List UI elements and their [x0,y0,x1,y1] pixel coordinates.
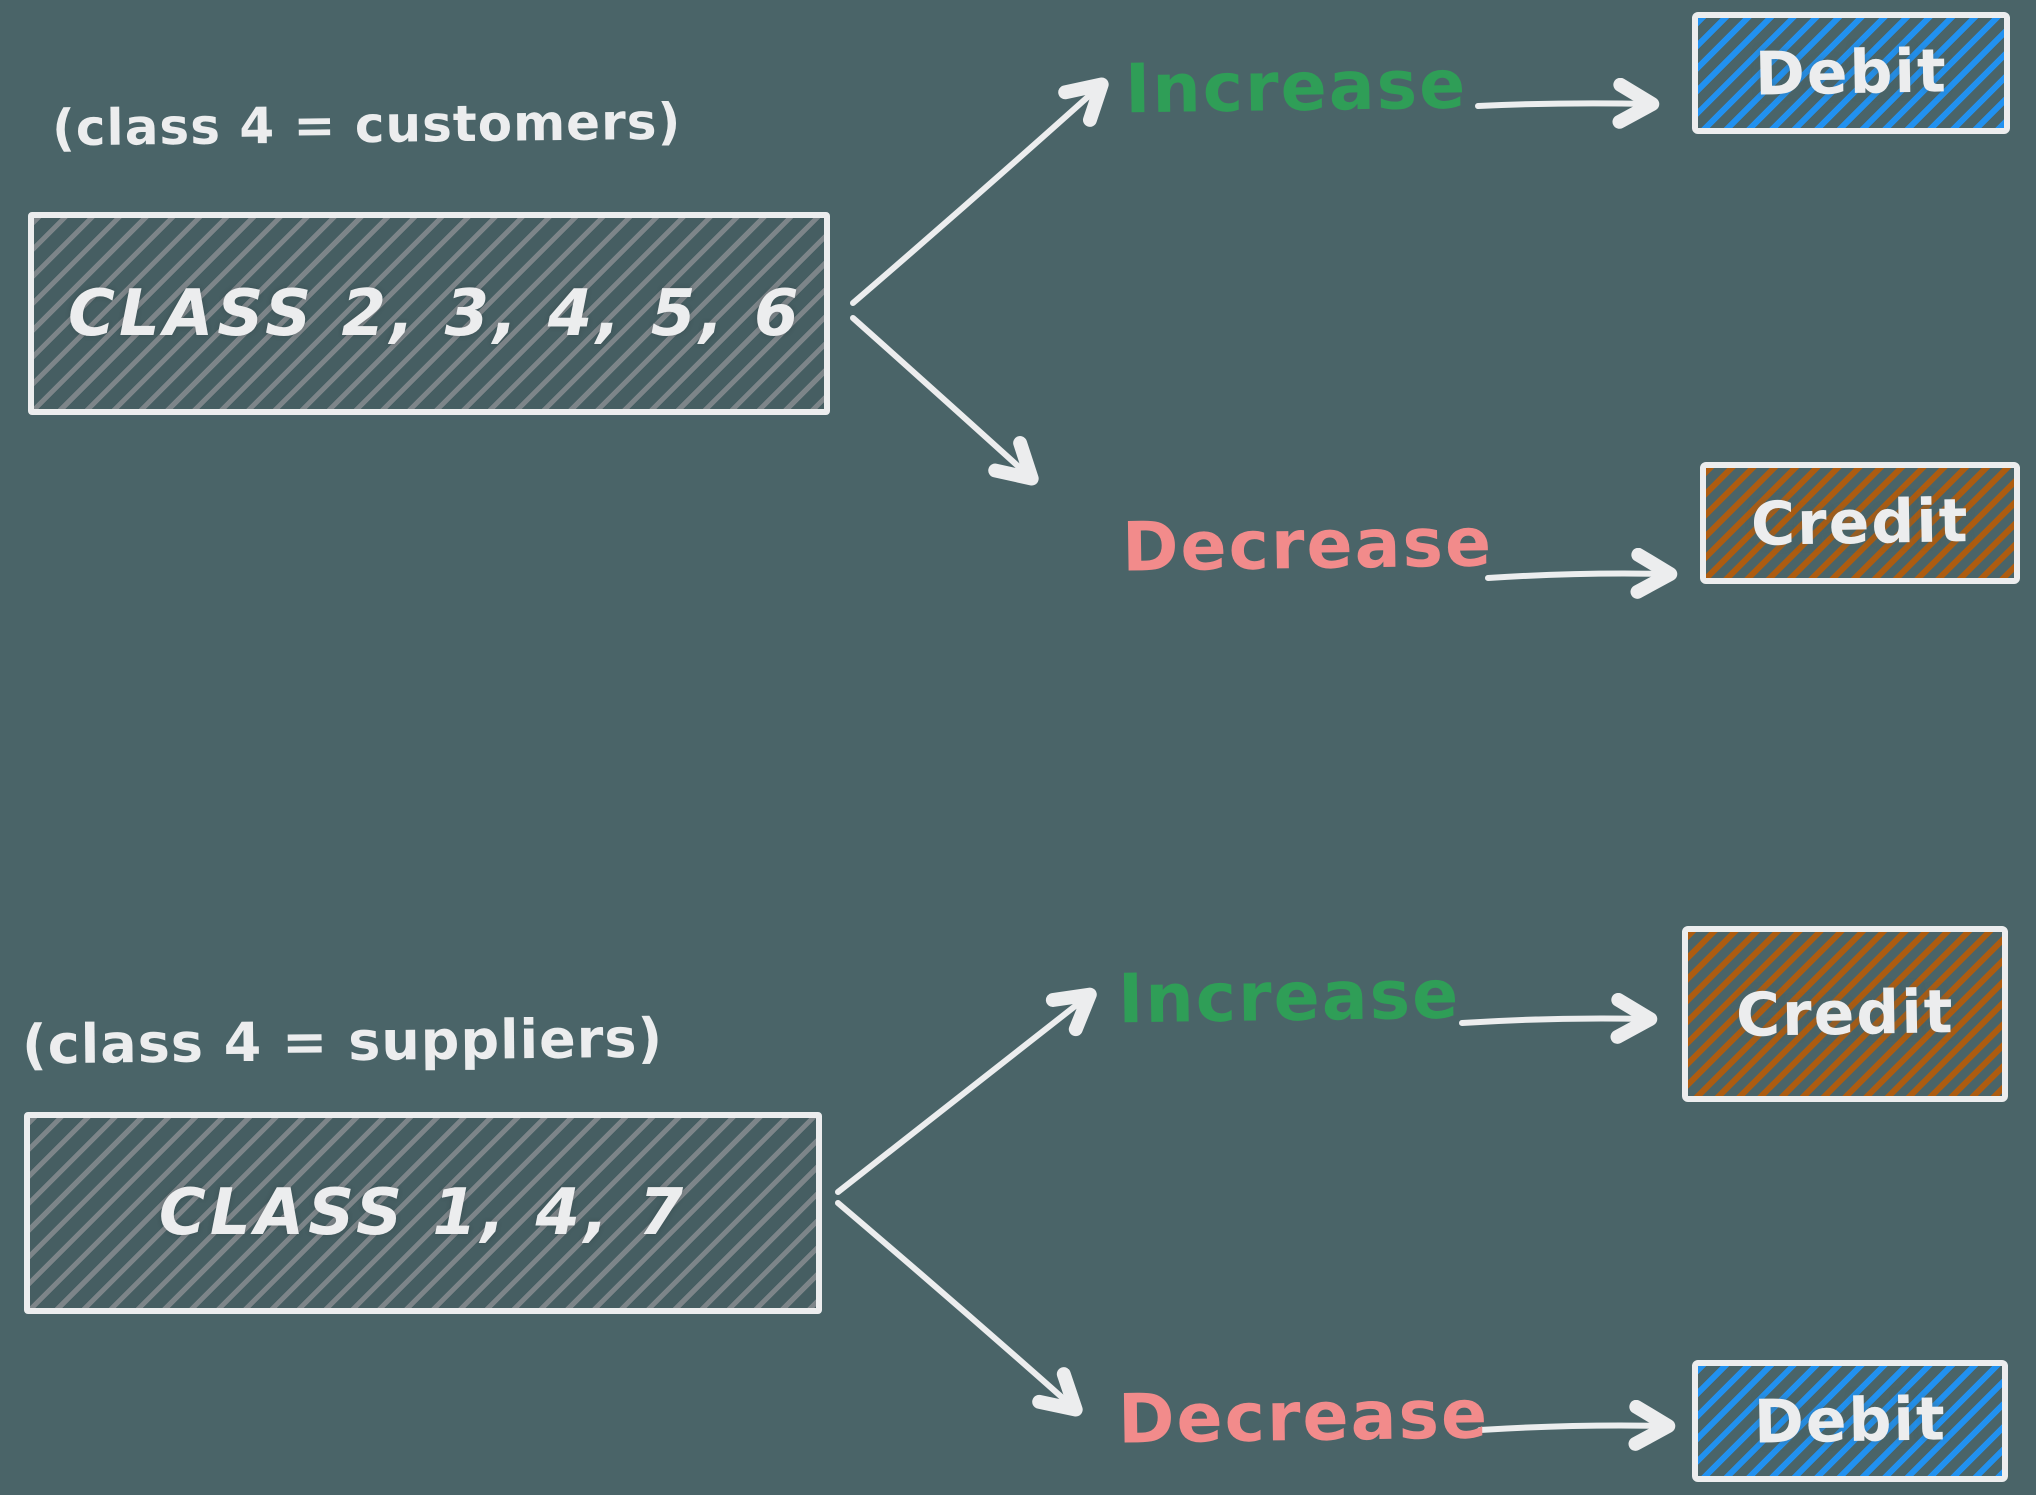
increase-label: Increase [1124,45,1468,130]
class-annotation-customers: (class 4 = customers) [51,92,682,158]
arrow-decrease-debit [1477,1399,1676,1451]
credit-box: Credit [1700,462,2020,584]
source-class-box-suppliers: CLASS 1, 4, 7 [24,1112,822,1314]
credit-label: Credit [1735,977,1955,1051]
debit-box: Debit [1692,1360,2008,1482]
debit-label: Debit [1753,1384,1947,1458]
source-class-label: CLASS 1, 4, 7 [158,1176,688,1250]
credit-box: Credit [1682,926,2008,1102]
arrow-suppliers-decrease [835,1200,1083,1417]
decrease-label: Decrease [1117,1375,1490,1460]
arrow-customers-decrease [850,315,1039,486]
class-annotation-suppliers: (class 4 = suppliers) [21,1006,664,1077]
source-class-label: CLASS 2, 3, 4, 5, 6 [68,276,803,351]
arrow-increase-debit [1475,77,1660,129]
credit-label: Credit [1750,486,1970,560]
arrow-suppliers-increase [835,987,1097,1195]
debit-box: Debit [1692,12,2010,134]
increase-label: Increase [1117,955,1461,1040]
source-class-box-customers: CLASS 2, 3, 4, 5, 6 [28,212,830,415]
debit-label: Debit [1754,36,1948,110]
arrow-decrease-credit [1485,547,1678,599]
arrow-increase-credit [1459,992,1658,1044]
decrease-label: Decrease [1121,503,1494,588]
arrow-customers-increase [850,77,1109,306]
